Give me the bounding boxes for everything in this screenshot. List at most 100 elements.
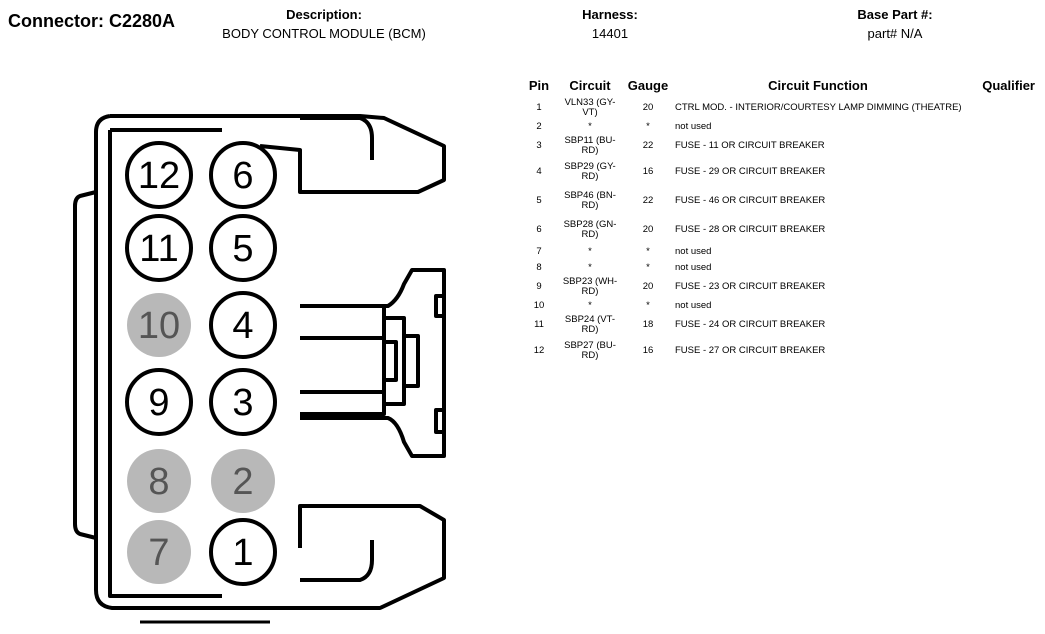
- description-block: Description: BODY CONTROL MODULE (BCM): [214, 7, 434, 41]
- cell-circuit: *: [588, 121, 592, 132]
- pin-circle: [127, 293, 191, 357]
- table-row: 8 * * not used: [521, 260, 1041, 276]
- cell-pin: 7: [536, 246, 542, 257]
- cell-circuit: SBP23 (WH-RD): [562, 276, 618, 297]
- table-row: 7 * * not used: [521, 244, 1041, 260]
- table-row: 5 SBP46 (BN-RD) 22 FUSE - 46 OR CIRCUIT …: [521, 186, 1041, 215]
- cell-pin: 11: [534, 319, 544, 330]
- pin-number: 3: [232, 382, 253, 424]
- pin-cavity-12: 12: [125, 141, 193, 209]
- pin-number: 9: [148, 382, 169, 424]
- pin-circle: [127, 449, 191, 513]
- cell-function: CTRL MOD. - INTERIOR/COURTESY LAMP DIMMI…: [675, 101, 962, 113]
- pin-cavity-6: 6: [209, 141, 277, 209]
- pin-cavity-4: 4: [209, 291, 277, 359]
- cell-pin: 8: [536, 262, 542, 273]
- harness-value: 14401: [591, 26, 629, 41]
- cell-pin: 3: [536, 140, 542, 151]
- base-part-block: Base Part #: part# N/A: [835, 7, 955, 41]
- col-header-function: Circuit Function: [768, 78, 868, 93]
- pin-cavity-5: 5: [209, 214, 277, 282]
- cell-circuit: *: [588, 300, 592, 311]
- cell-function: not used: [675, 121, 712, 132]
- pin-table: Pin Circuit Gauge Circuit Function Quali…: [521, 78, 1041, 365]
- pin-number: 5: [232, 228, 253, 270]
- pin-cavity-3: 3: [209, 368, 277, 436]
- pin-circle: [125, 214, 193, 282]
- pin-circle: [211, 449, 275, 513]
- col-header-circuit: Circuit: [569, 78, 611, 93]
- table-row: 9 SBP23 (WH-RD) 20 FUSE - 23 OR CIRCUIT …: [521, 276, 1041, 298]
- pin-number: 11: [139, 228, 178, 270]
- harness-label: Harness:: [582, 7, 638, 22]
- pin-number: 10: [138, 305, 180, 347]
- cell-function: not used: [675, 246, 712, 257]
- pin-number: 2: [232, 461, 253, 503]
- table-row: 11 SBP24 (VT-RD) 18 FUSE - 24 OR CIRCUIT…: [521, 314, 1041, 336]
- pin-number: 1: [232, 532, 253, 574]
- table-row: 4 SBP29 (GY-RD) 16 FUSE - 29 OR CIRCUIT …: [521, 157, 1041, 186]
- col-header-gauge: Gauge: [627, 78, 669, 93]
- cell-function: FUSE - 24 OR CIRCUIT BREAKER: [675, 319, 826, 330]
- base-part-label: Base Part #:: [857, 7, 933, 22]
- cell-gauge: *: [646, 262, 650, 273]
- pin-cavity-7: 7: [127, 520, 191, 584]
- cell-gauge: *: [646, 246, 650, 257]
- table-row: 12 SBP27 (BU-RD) 16 FUSE - 27 OR CIRCUIT…: [521, 336, 1041, 365]
- pin-circle: [125, 141, 193, 209]
- cell-gauge: 20: [642, 223, 654, 235]
- pin-cavity-9: 9: [125, 368, 193, 436]
- connector-housing: [73, 114, 446, 610]
- pin-number: 8: [148, 461, 169, 503]
- cell-function: FUSE - 23 OR CIRCUIT BREAKER: [675, 281, 826, 292]
- cell-pin: 12: [533, 344, 545, 356]
- cell-pin: 1: [536, 101, 542, 113]
- cell-circuit: SBP24 (VT-RD): [564, 314, 616, 335]
- cell-gauge: 22: [642, 140, 654, 151]
- cell-gauge: 18: [642, 319, 654, 330]
- cell-function: not used: [675, 300, 712, 311]
- pin-table-body: 1 VLN33 (GY-VT) 20 CTRL MOD. - INTERIOR/…: [521, 96, 1041, 365]
- cell-function: FUSE - 46 OR CIRCUIT BREAKER: [675, 194, 826, 206]
- harness-block: Harness: 14401: [560, 7, 660, 41]
- pin-circle: [209, 518, 277, 586]
- cell-circuit: VLN33 (GY-VT): [564, 96, 616, 118]
- cell-circuit: SBP28 (GN-RD): [563, 218, 617, 240]
- cell-gauge: 20: [642, 101, 654, 113]
- cell-pin: 5: [536, 194, 542, 206]
- pin-cavity-1: 1: [209, 518, 277, 586]
- cell-function: FUSE - 29 OR CIRCUIT BREAKER: [675, 165, 826, 177]
- cell-function: FUSE - 28 OR CIRCUIT BREAKER: [675, 223, 826, 235]
- cell-circuit: SBP46 (BN-RD): [564, 189, 616, 211]
- table-row: 10 * * not used: [521, 298, 1041, 314]
- cell-gauge: 16: [642, 165, 654, 177]
- description-value: BODY CONTROL MODULE (BCM): [222, 26, 426, 41]
- cell-circuit: SBP29 (GY-RD): [564, 160, 616, 182]
- cell-circuit: SBP27 (BU-RD): [564, 339, 616, 361]
- cell-function: not used: [675, 262, 712, 273]
- connector-title: Connector: C2280A: [8, 11, 176, 31]
- pin-circle: [209, 291, 277, 359]
- pin-circle: [127, 520, 191, 584]
- cell-gauge: *: [646, 300, 650, 311]
- base-part-value: part# N/A: [867, 26, 923, 41]
- pin-cavity-10: 10: [127, 293, 191, 357]
- cell-gauge: *: [646, 121, 650, 132]
- table-row: 1 VLN33 (GY-VT) 20 CTRL MOD. - INTERIOR/…: [521, 96, 1041, 119]
- cell-pin: 9: [536, 281, 542, 292]
- cell-pin: 6: [536, 223, 542, 235]
- col-header-qualifier: Qualifier: [982, 78, 1035, 93]
- cell-circuit: *: [588, 246, 592, 257]
- cell-pin: 4: [536, 165, 542, 177]
- pin-circle: [209, 368, 277, 436]
- pin-circle: [209, 141, 277, 209]
- col-header-pin: Pin: [528, 78, 550, 93]
- pin-number: 6: [232, 155, 253, 197]
- cell-function: FUSE - 27 OR CIRCUIT BREAKER: [675, 344, 826, 356]
- pin-circle: [209, 214, 277, 282]
- cell-circuit: *: [588, 262, 592, 273]
- description-label: Description:: [286, 7, 362, 22]
- pin-number: 12: [138, 155, 180, 197]
